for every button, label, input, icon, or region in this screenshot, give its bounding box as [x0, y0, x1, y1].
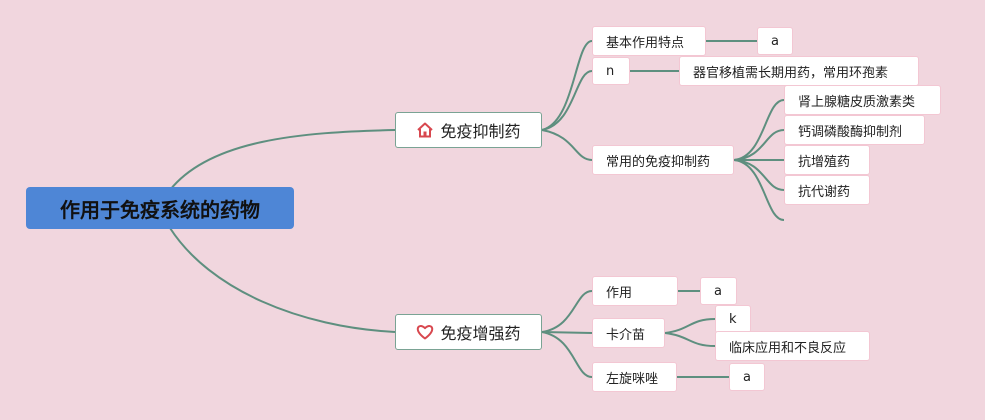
topic-glucocorticoids[interactable]: 肾上腺糖皮质激素类: [784, 85, 941, 115]
topic-bcg[interactable]: 卡介苗: [592, 318, 665, 348]
link-bcg-k: [664, 318, 716, 334]
link-enhancer-levamisole: [541, 331, 593, 378]
link-root-enhancer: [169, 227, 396, 333]
link-common-blank: [733, 159, 785, 221]
topic-antiproliferative[interactable]: 抗增殖药: [784, 145, 870, 175]
branch-immunosuppressants[interactable]: 免疫抑制药: [395, 112, 542, 148]
branch-label: 免疫抑制药: [440, 122, 521, 141]
link-suppressant-n: [541, 70, 593, 131]
link-root-suppressant: [169, 129, 396, 191]
link-enhancer-action: [541, 290, 593, 333]
topic-clinical-use-adverse[interactable]: 临床应用和不良反应: [715, 331, 870, 361]
heart-icon: [416, 323, 434, 341]
link-common-calcineurin: [733, 129, 785, 161]
topic-antimetabolites[interactable]: 抗代谢药: [784, 175, 870, 205]
topic-calcineurin-inhibitors[interactable]: 钙调磷酸酶抑制剂: [784, 115, 925, 145]
house-icon: [416, 121, 434, 139]
topic-empty[interactable]: [784, 210, 804, 230]
topic-common-immunosuppressants[interactable]: 常用的免疫抑制药: [592, 145, 734, 175]
link-suppressant-common: [541, 129, 593, 161]
topic-basic-features[interactable]: 基本作用特点: [592, 26, 706, 56]
link-bcg-clinical: [664, 332, 716, 347]
link-enhancer-bcg: [541, 331, 593, 334]
topic-bcg-k[interactable]: k: [715, 305, 751, 333]
topic-levamisole-a[interactable]: a: [729, 363, 765, 391]
topic-n[interactable]: n: [592, 57, 630, 85]
topic-features-a[interactable]: a: [757, 27, 793, 55]
link-common-steroid: [733, 99, 785, 161]
branch-immunoenhancers[interactable]: 免疫增强药: [395, 314, 542, 350]
root-topic[interactable]: 作用于免疫系统的药物: [26, 187, 294, 229]
topic-action-a[interactable]: a: [700, 277, 737, 305]
link-common-antimetabolite: [733, 159, 785, 191]
branch-label: 免疫增强药: [440, 324, 521, 343]
link-suppressant-features: [541, 40, 593, 131]
topic-levamisole[interactable]: 左旋咪唑: [592, 362, 677, 392]
topic-transplant-cyclosporine[interactable]: 器官移植需长期用药，常用环孢素: [679, 56, 919, 86]
topic-action[interactable]: 作用: [592, 276, 678, 306]
